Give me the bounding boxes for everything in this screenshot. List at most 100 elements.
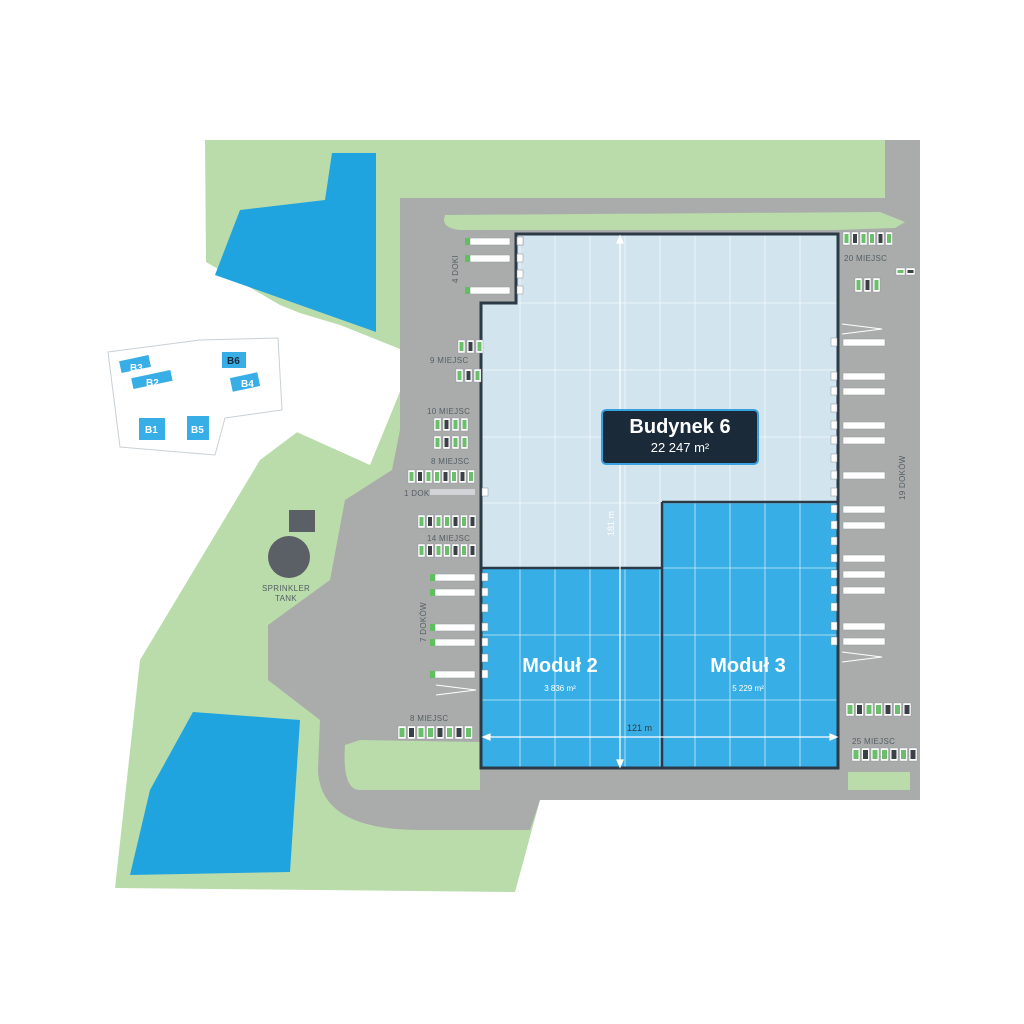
- parked-car: [462, 517, 466, 526]
- parked-car: [409, 728, 414, 737]
- parked-car: [882, 750, 887, 759]
- parked-car: [435, 420, 440, 429]
- truck-trailer: [842, 471, 886, 480]
- dock-door: [830, 435, 838, 445]
- label-docks-4: 4 DOKI: [451, 255, 460, 283]
- module-2-area: [481, 568, 662, 768]
- parked-car: [874, 280, 879, 290]
- dock-door: [830, 621, 838, 631]
- truck-cab: [465, 287, 470, 294]
- dock-door: [516, 236, 524, 246]
- parked-car: [468, 342, 473, 351]
- dock-door: [830, 602, 838, 612]
- site-building-b2: [131, 369, 173, 390]
- label-dock-1: 1 DOK: [404, 489, 430, 498]
- dock-door: [481, 622, 489, 632]
- site-building-b6: [222, 352, 246, 368]
- water-reservoir-bottom: [130, 712, 300, 875]
- parked-car: [857, 705, 862, 714]
- site-building-b3: [119, 355, 151, 373]
- parked-car: [475, 371, 480, 380]
- parked-car: [462, 438, 467, 447]
- lane-marking: [841, 651, 883, 663]
- building-6-title: Budynek 6: [629, 416, 731, 438]
- dock-door: [830, 420, 838, 430]
- parked-car: [904, 705, 910, 714]
- truck-trailer: [469, 237, 511, 246]
- dock-door: [830, 636, 838, 646]
- module-3-area-label: 5 229 m²: [732, 684, 764, 693]
- parked-car: [861, 234, 866, 243]
- parked-car: [456, 728, 462, 737]
- label-parking-14: 14 MIEJSC: [427, 534, 470, 543]
- parked-car: [856, 280, 861, 290]
- parked-car: [418, 728, 424, 737]
- dock-door: [830, 337, 838, 347]
- parked-car: [453, 438, 458, 447]
- parked-car: [895, 705, 900, 714]
- building-6-footprint: [481, 234, 838, 568]
- parked-car: [418, 472, 422, 481]
- dimension-width: 121 m: [627, 723, 652, 733]
- dock-door: [830, 403, 838, 413]
- parked-car: [865, 280, 870, 290]
- truck-cab: [430, 671, 435, 678]
- label-sprinkler: SPRINKLER: [262, 584, 310, 593]
- parked-car: [409, 472, 414, 481]
- parked-car: [897, 270, 904, 273]
- parked-car: [462, 420, 467, 429]
- label-tank: TANK: [275, 594, 297, 603]
- site-label-b3: B3: [130, 363, 143, 374]
- truck-trailer: [434, 623, 476, 632]
- site-label-b5: B5: [191, 425, 204, 436]
- truck-trailer: [842, 570, 886, 579]
- truck-trailer: [434, 573, 476, 582]
- parked-car: [445, 546, 449, 555]
- truck-trailer: [469, 254, 511, 263]
- dock-door: [516, 269, 524, 279]
- parked-car: [853, 234, 857, 243]
- dock-door: [481, 653, 489, 663]
- parked-car: [885, 705, 891, 714]
- parking-spots: [397, 231, 918, 762]
- dock-door: [481, 637, 489, 647]
- dock-door: [481, 603, 489, 613]
- parked-car: [437, 728, 443, 737]
- parked-car: [457, 371, 462, 380]
- truck-cab: [430, 639, 435, 646]
- label-parking-9: 9 MIEJSC: [430, 356, 468, 365]
- truck-trailer: [842, 586, 886, 595]
- parked-car: [419, 546, 424, 555]
- site-building-b5: [187, 416, 209, 440]
- lane-marking: [435, 684, 477, 696]
- module-2-name: Moduł 2: [522, 655, 598, 677]
- dimension-height: 181 m: [606, 511, 616, 536]
- label-docks-19: 19 DOKÓW: [898, 455, 907, 500]
- building-6-label[interactable]: Budynek 6 22 247 m²: [601, 409, 759, 465]
- dock-door: [830, 536, 838, 546]
- dock-lane: [430, 489, 475, 495]
- site-label-b6: B6: [227, 356, 240, 367]
- truck-trailer: [434, 588, 476, 597]
- parked-car: [459, 342, 464, 351]
- dock-door: [481, 487, 489, 497]
- dock-door: [830, 386, 838, 396]
- parked-car: [443, 472, 448, 481]
- truck-trailer: [842, 387, 886, 396]
- dock-door: [830, 470, 838, 480]
- parked-car: [426, 472, 431, 481]
- parked-car: [435, 438, 440, 447]
- parked-car: [466, 371, 471, 380]
- parked-car: [872, 750, 878, 759]
- truck-trailer: [842, 554, 886, 563]
- parked-car: [847, 705, 853, 714]
- parked-car: [870, 234, 874, 243]
- label-docks-7: 7 DOKÓW: [419, 602, 428, 642]
- dock-door: [830, 487, 838, 497]
- parked-car: [866, 705, 872, 714]
- truck-trailer: [434, 638, 476, 647]
- pump-house: [289, 510, 315, 532]
- label-parking-10: 10 MIEJSC: [427, 407, 470, 416]
- parked-car: [910, 750, 916, 759]
